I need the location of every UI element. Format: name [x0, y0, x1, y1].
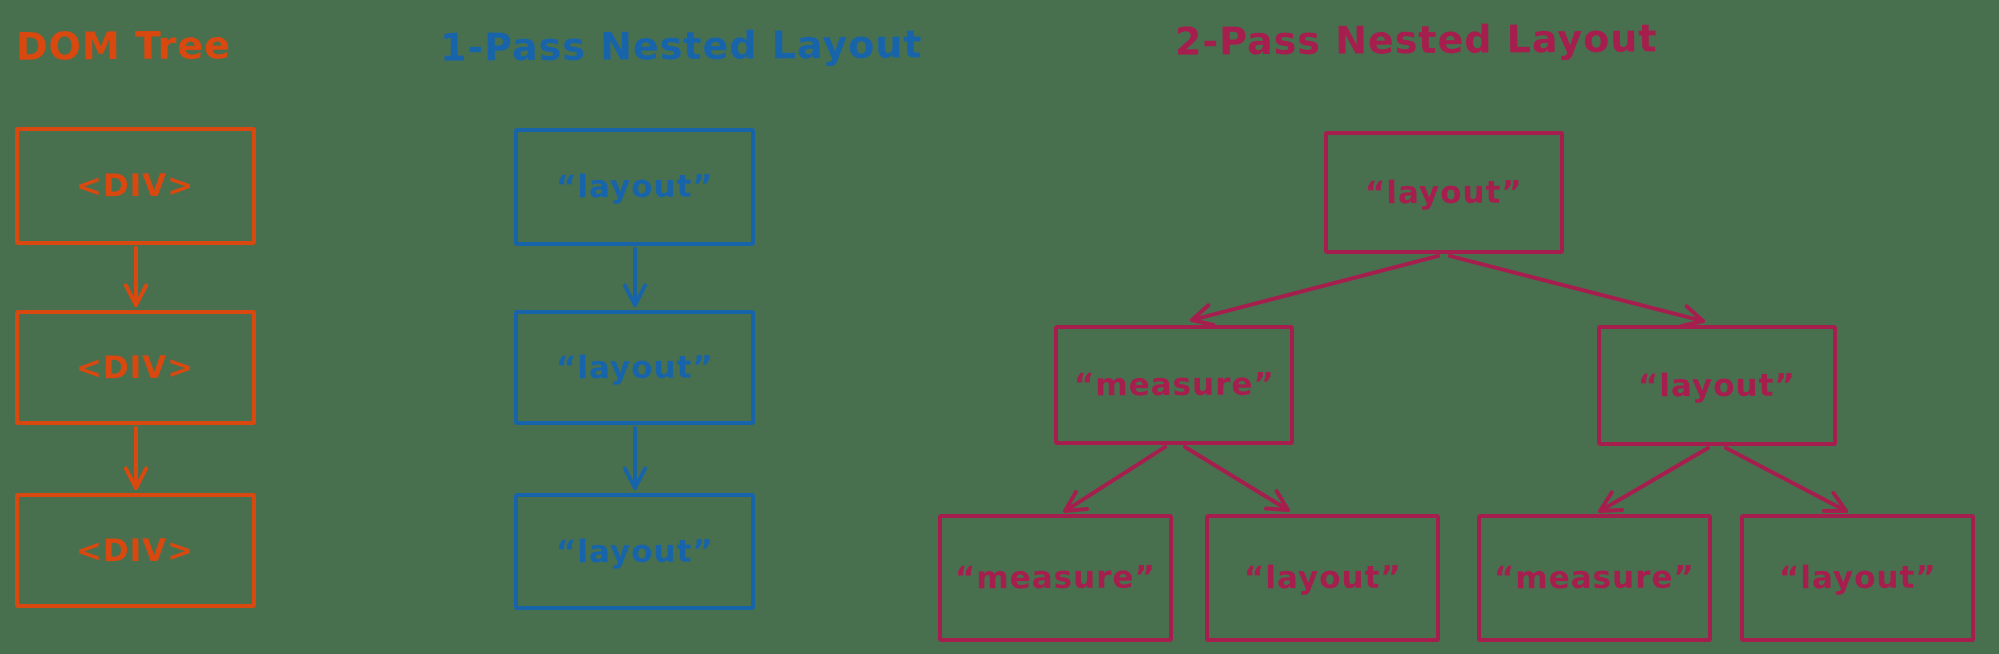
node-label: <DIV> [76, 167, 195, 205]
node-label: “measure” [954, 559, 1156, 597]
arrow-line [134, 283, 149, 307]
arrow-line [1448, 254, 1705, 323]
arrow-line [1598, 490, 1614, 513]
arrow-line [633, 466, 648, 490]
arrow-line [1063, 489, 1078, 513]
diagram-title-1-pass-nested-layout: 1-Pass Nested Layout [439, 22, 923, 70]
arrow-line [123, 283, 138, 307]
arrow-line [1684, 304, 1705, 323]
node-box: <DIV> [15, 310, 256, 425]
node-box: “layout” [1205, 514, 1440, 642]
node-box: “layout” [514, 128, 755, 246]
node-label: “layout” [555, 533, 714, 570]
arrow-line [134, 466, 149, 490]
arrow [1190, 254, 1440, 327]
arrow [123, 426, 149, 490]
arrow [1183, 445, 1290, 512]
arrow-line [1063, 445, 1167, 513]
arrow-line [1190, 318, 1216, 327]
arrow [1724, 446, 1848, 513]
node-box: <DIV> [15, 493, 256, 608]
node-box: “measure” [1054, 325, 1294, 445]
arrow-line [633, 283, 648, 307]
arrow [1448, 254, 1705, 328]
arrow-line [1274, 489, 1290, 512]
arrow-line [1183, 445, 1290, 512]
arrow-line [1598, 446, 1710, 513]
arrow-line [622, 466, 637, 490]
node-box: “measure” [938, 514, 1173, 642]
arrow [622, 247, 648, 307]
arrow-line [1264, 506, 1290, 512]
arrow [1063, 445, 1167, 513]
node-box: “layout” [1740, 514, 1975, 642]
arrow-line [1063, 507, 1089, 513]
node-box: <DIV> [15, 127, 256, 245]
arrow-line [1190, 254, 1440, 322]
node-label: <DIV> [76, 532, 195, 569]
arrow-line [1190, 303, 1211, 322]
node-label: “measure” [1493, 559, 1695, 597]
node-box: “layout” [514, 493, 755, 610]
diagram-title-dom-tree: DOM Tree [15, 23, 232, 69]
node-box: “layout” [1597, 325, 1837, 446]
arrow-line [1598, 507, 1624, 513]
node-box: “layout” [514, 310, 755, 425]
arrow [622, 426, 648, 490]
node-box: “measure” [1477, 514, 1712, 642]
node-label: “layout” [555, 168, 714, 206]
node-label: “layout” [1638, 367, 1796, 404]
arrow [1598, 446, 1710, 513]
arrow [123, 246, 149, 307]
arrow-line [1831, 490, 1848, 513]
node-label: <DIV> [76, 349, 195, 386]
node-label: “layout” [1778, 559, 1937, 597]
node-box: “layout” [1324, 131, 1564, 254]
node-label: “measure” [1073, 366, 1275, 404]
arrow-line [123, 466, 138, 490]
diagram-title-2-pass-nested-layout: 2-Pass Nested Layout [1174, 16, 1658, 64]
arrow-line [1724, 446, 1848, 513]
node-label: “layout” [555, 349, 714, 386]
node-label: “layout” [1365, 174, 1523, 211]
node-label: “layout” [1243, 559, 1402, 597]
arrow-line [622, 283, 637, 307]
